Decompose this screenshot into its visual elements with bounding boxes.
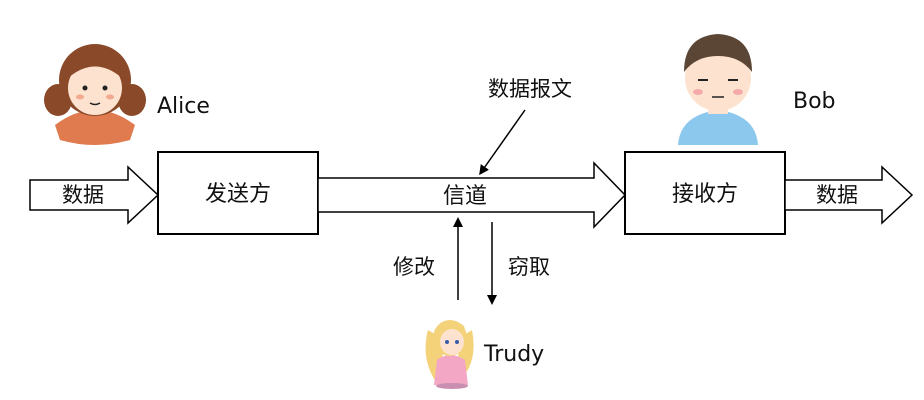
eavesdrop-label: 窃取	[508, 255, 550, 279]
data-output-arrow	[784, 165, 914, 225]
data-input-label: 数据	[62, 183, 104, 207]
bob-label: Bob	[793, 89, 836, 114]
sender-box	[157, 151, 319, 235]
trudy-avatar	[425, 320, 474, 389]
data-input-arrow	[29, 165, 160, 225]
datagram-pointer-arrow	[479, 109, 526, 176]
datagram-label: 数据报文	[488, 77, 572, 101]
alice-label: Alice	[157, 94, 210, 119]
modify-label: 修改	[393, 255, 435, 279]
alice-avatar	[44, 44, 146, 145]
channel-arrow	[317, 161, 627, 229]
receiver-label: 接收方	[672, 182, 738, 207]
trudy-label: Trudy	[483, 342, 544, 367]
sender-label: 发送方	[205, 182, 271, 207]
data-output-label: 数据	[816, 183, 858, 207]
channel-label: 信道	[443, 184, 487, 209]
bob-avatar	[678, 34, 758, 145]
